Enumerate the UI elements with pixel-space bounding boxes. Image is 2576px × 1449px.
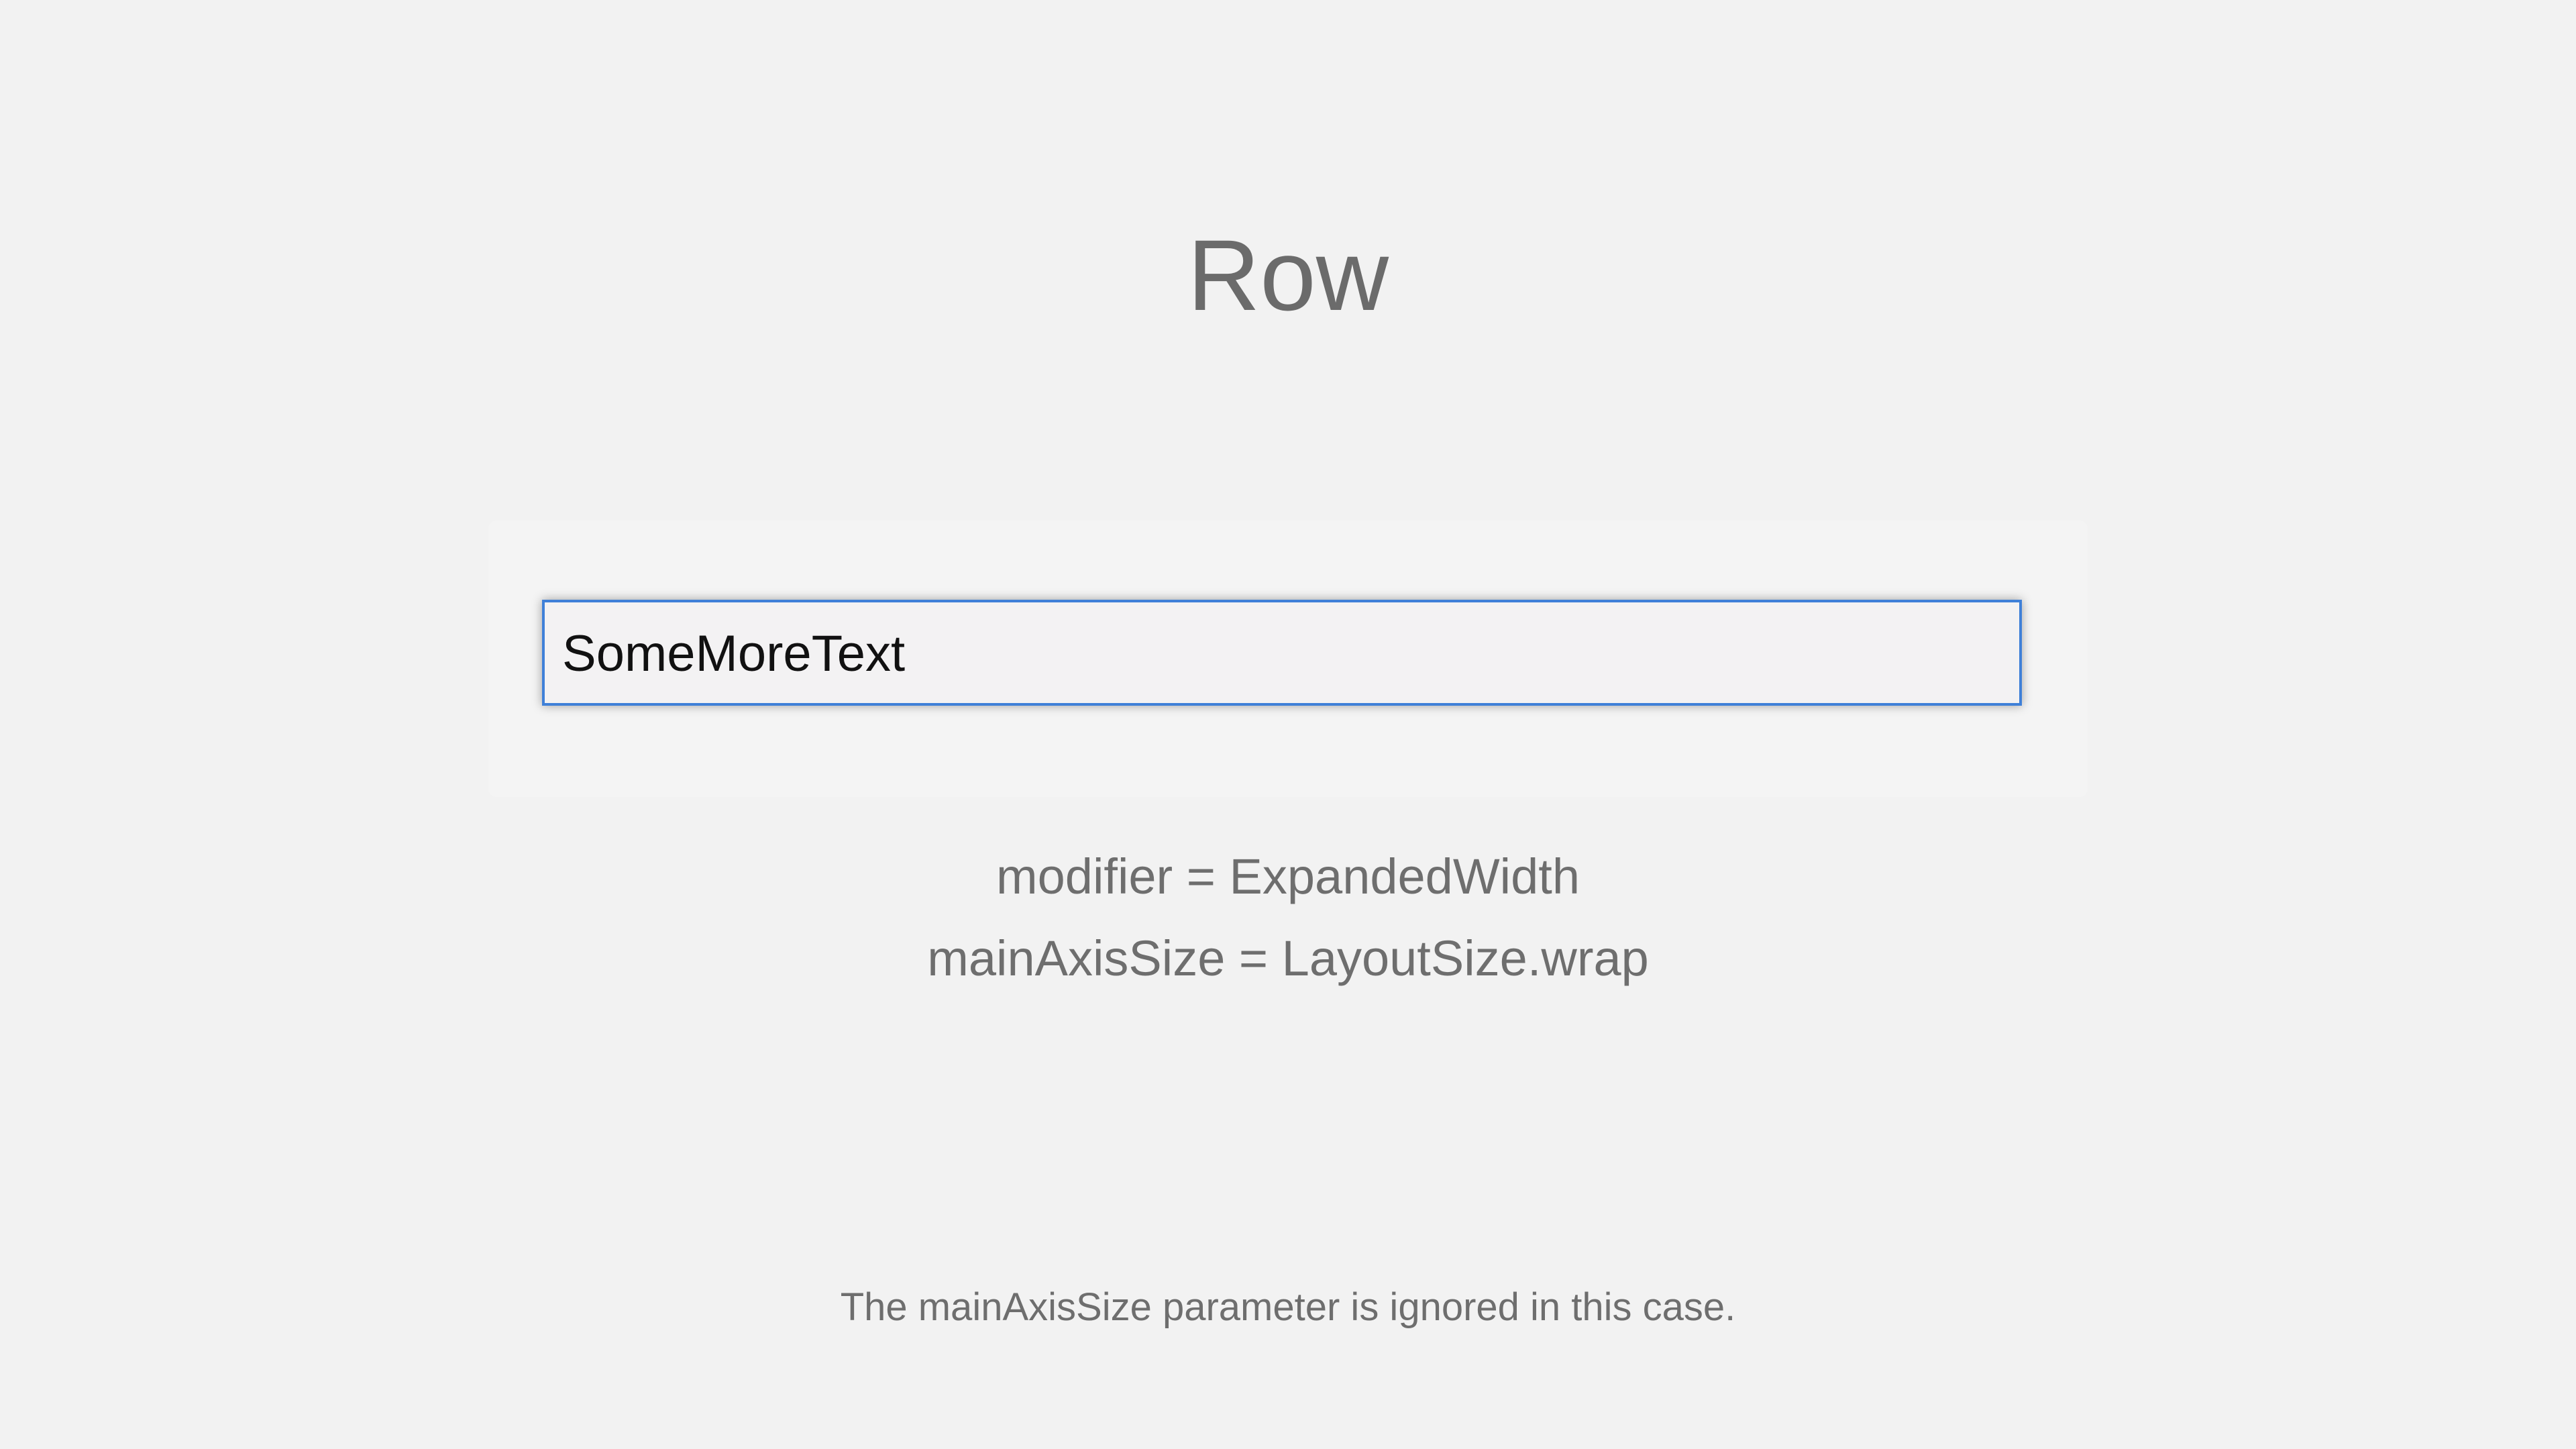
page-title: Row: [1187, 219, 1389, 331]
footnote: The mainAxisSize parameter is ignored in…: [840, 1285, 1736, 1329]
expanded-row-item: SomeMoreText: [542, 600, 2022, 706]
row-container: SomeMoreText: [488, 521, 2088, 797]
row-item-label: SomeMoreText: [562, 625, 906, 682]
main-axis-size-caption: mainAxisSize = LayoutSize.wrap: [927, 930, 1649, 986]
modifier-caption: modifier = ExpandedWidth: [996, 849, 1580, 904]
